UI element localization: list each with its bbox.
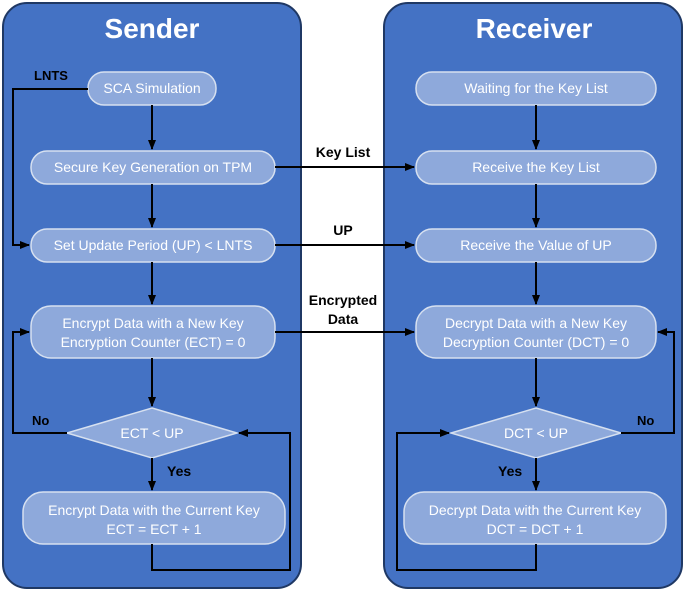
receive-up-label: Receive the Value of UP xyxy=(460,237,612,253)
decrypt-new-key-node xyxy=(415,305,657,359)
encrypted-data-label-line2: Data xyxy=(328,311,359,327)
edge-current-loop-sender xyxy=(151,429,291,571)
set-update-period-label: Set Update Period (UP) < LNTS xyxy=(54,237,253,253)
edge-current-loop-receiver xyxy=(396,429,537,571)
waiting-key-list-label: Waiting for the Key List xyxy=(464,80,608,96)
receiver-no-label: No xyxy=(637,413,654,428)
edge-no-loop-receiver xyxy=(621,328,675,434)
receiver-yes-label: Yes xyxy=(498,463,522,479)
encrypted-data-label-line1: Encrypted xyxy=(309,292,377,308)
decrypt-current-key-label-line2: DCT = DCT + 1 xyxy=(487,521,584,537)
key-generation-label: Secure Key Generation on TPM xyxy=(54,159,252,175)
edge-lnts-loop xyxy=(12,88,88,249)
encrypt-current-key-label-line1: Encrypt Data with the Current Key xyxy=(48,502,260,518)
decrypt-new-key-label-line1: Decrypt Data with a New Key xyxy=(445,315,627,331)
ect-decision-label: ECT < UP xyxy=(120,425,183,441)
encrypt-new-key-label-line1: Encrypt Data with a New Key xyxy=(62,315,243,331)
sender-yes-label: Yes xyxy=(167,463,191,479)
sender-title: Sender xyxy=(105,13,200,44)
encrypt-new-key-label-line2: Encryption Counter (ECT) = 0 xyxy=(61,334,246,350)
sca-simulation-label: SCA Simulation xyxy=(103,80,200,96)
key-list-label: Key List xyxy=(316,144,371,160)
receiver-title: Receiver xyxy=(476,13,593,44)
up-label: UP xyxy=(333,222,352,238)
decrypt-new-key-label-line2: Decryption Counter (DCT) = 0 xyxy=(443,334,630,350)
receive-key-list-label: Receive the Key List xyxy=(472,159,600,175)
decrypt-current-key-label-line1: Decrypt Data with the Current Key xyxy=(429,502,641,518)
edge-no-loop-sender xyxy=(12,328,67,434)
lnts-label: LNTS xyxy=(34,68,68,83)
encrypt-new-key-node xyxy=(30,305,276,359)
encrypt-current-key-label-line2: ECT = ECT + 1 xyxy=(106,521,201,537)
sender-no-label: No xyxy=(32,413,49,428)
dct-decision-label: DCT < UP xyxy=(504,425,568,441)
encrypt-current-key-node xyxy=(22,491,286,545)
